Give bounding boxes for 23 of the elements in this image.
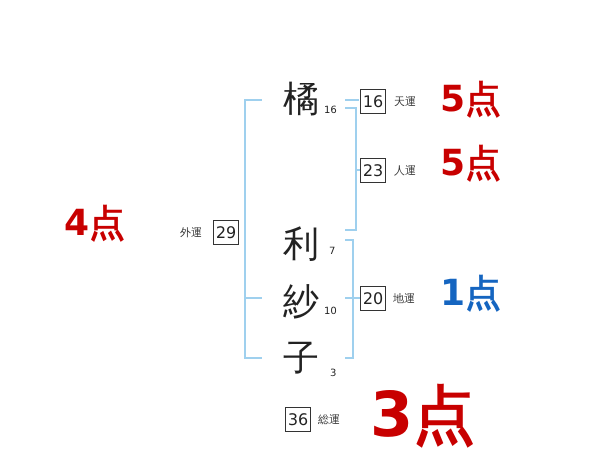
stroke-count: 7 [329,247,336,257]
stroke-count: 3 [330,369,336,379]
score-text: 5点 [440,146,502,182]
name-character: 橘 [283,82,319,118]
stroke-count-box: 16 [360,89,386,114]
fortune-name: 地運 [393,293,415,304]
fortune-name: 人運 [394,165,416,176]
name-character: 紗 [283,284,319,320]
fortune-name: 外運 [180,227,202,238]
stroke-count: 10 [324,307,337,317]
stroke-count-box: 36 [285,407,311,432]
stroke-count: 16 [324,106,337,116]
fortune-name: 総運 [318,414,340,425]
score-text: 3点 [370,384,476,446]
name-character: 子 [283,341,319,377]
stroke-count-box: 29 [213,220,239,245]
score-text: 1点 [440,276,502,312]
stroke-count-box: 20 [360,286,386,311]
stroke-count-box: 23 [360,158,386,183]
name-character: 利 [283,227,319,263]
score-text: 5点 [440,82,502,118]
score-text: 4点 [64,206,126,242]
fortune-name: 天運 [394,96,416,107]
